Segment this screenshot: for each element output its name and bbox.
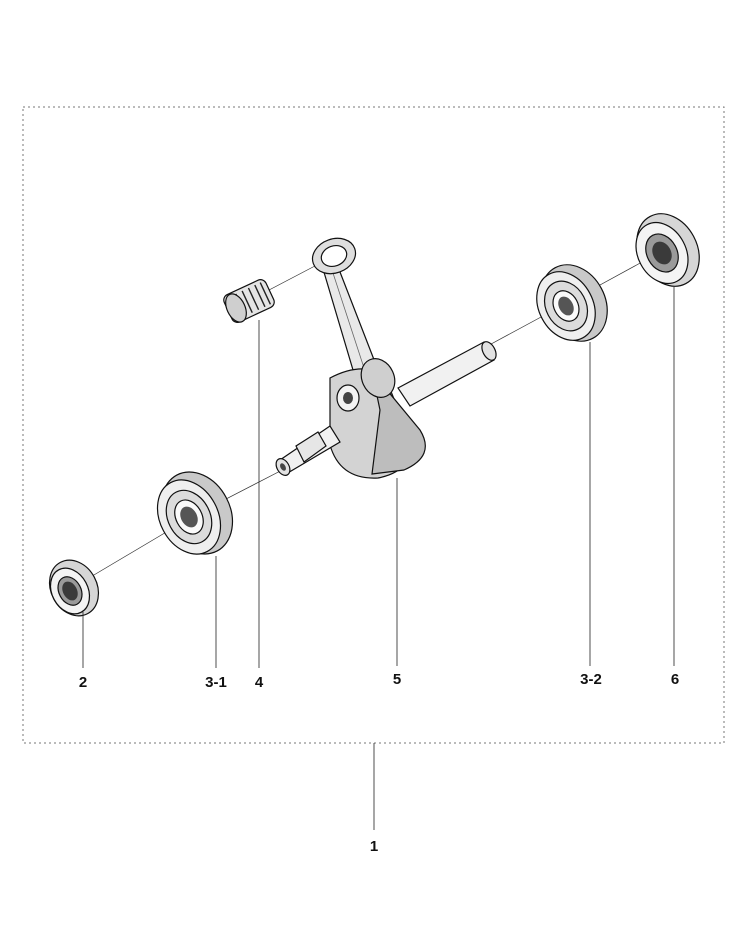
ball-bearing-right <box>536 264 608 342</box>
callout-oil-seal-left: 2 <box>79 674 87 691</box>
callout-assembly: 1 <box>370 838 378 855</box>
needle-roller-bearing <box>223 279 275 323</box>
oil-seal-right <box>635 213 700 287</box>
callout-bearing-right: 3-2 <box>580 671 602 688</box>
crankshaft-assembly <box>275 237 497 479</box>
assembly-boundary <box>22 106 725 744</box>
callout-needle-bearing: 4 <box>255 674 264 691</box>
callout-oil-seal-right: 6 <box>671 671 679 688</box>
leader-lines <box>82 287 675 830</box>
ball-bearing-left <box>156 471 234 555</box>
oil-seal-left <box>48 559 100 617</box>
callout-crankshaft: 5 <box>393 671 401 688</box>
callout-bearing-left: 3-1 <box>205 674 227 691</box>
